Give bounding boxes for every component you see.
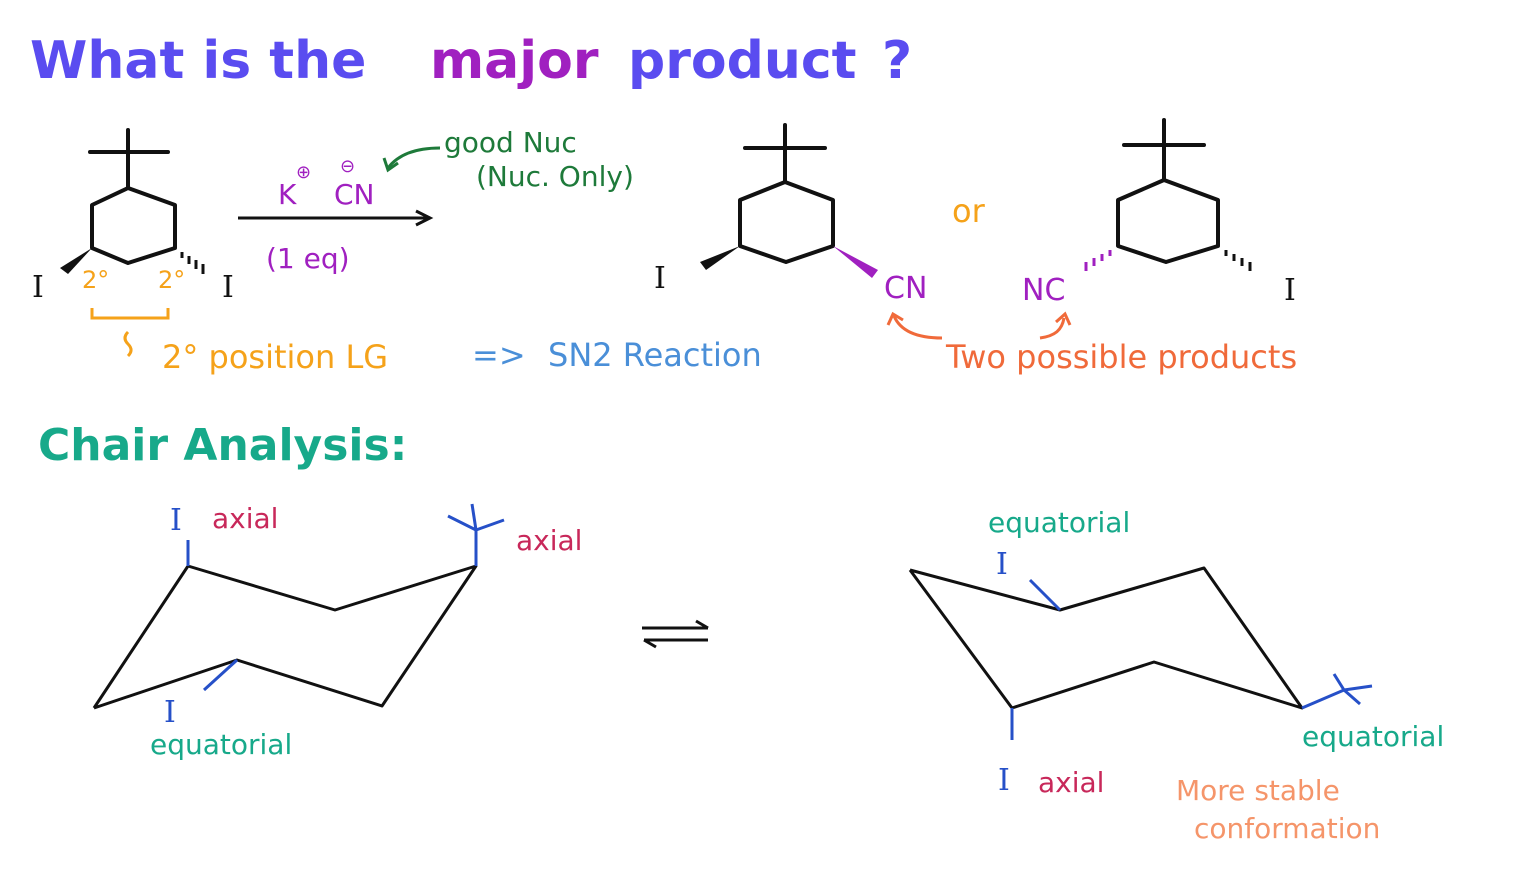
products-note-text: Two possible products <box>945 338 1297 376</box>
reaction-conditions: (1 eq) <box>266 242 350 275</box>
bracket <box>90 308 170 320</box>
reaction-type: SN2 Reaction <box>548 336 762 374</box>
products-arrow-left-head <box>886 311 904 326</box>
title-product: product <box>628 31 857 91</box>
p1-iodine: I <box>654 261 666 296</box>
products-arrow-left <box>892 315 943 340</box>
chair-analysis-heading: Chair Analysis: <box>38 420 407 471</box>
p1-cyano: CN <box>884 271 927 306</box>
products-arrow-right <box>1039 317 1066 340</box>
right-i-equatorial-bond <box>1028 578 1062 612</box>
implies-arrow: => <box>472 336 526 374</box>
right-i-equatorial-label: equatorial <box>988 506 1130 539</box>
right-tbu-equatorial-label: equatorial <box>1302 720 1444 753</box>
reaction-arrow-group: K ⊕ ⊖ CN (1 eq) good Nuc (Nuc. Only) <box>238 126 634 275</box>
hash-bond-right <box>180 252 205 274</box>
products-arrow-right-head <box>1055 311 1072 326</box>
right-i-equatorial: I <box>996 547 1008 582</box>
stability-note-line2: conformation <box>1194 812 1380 845</box>
nuc-arrow-head <box>382 157 399 173</box>
left-i-equatorial: I <box>164 695 176 730</box>
p2-hash-cyano <box>1084 250 1112 271</box>
title-part1: What is the <box>30 31 366 91</box>
p2-isocyano: NC <box>1022 273 1065 308</box>
reagent-cation: K <box>278 178 297 211</box>
equilibrium-arrows <box>642 619 709 649</box>
starting-material-substituents: I I 2° 2° <box>32 248 234 358</box>
product-1-substituents: I CN <box>654 246 927 306</box>
plus-charge: ⊕ <box>296 162 311 183</box>
starting-material <box>88 128 177 265</box>
nuc-note-line1: good Nuc <box>444 126 577 159</box>
title-question-mark: ? <box>882 31 912 91</box>
product-2-substituents: NC I <box>1022 250 1296 308</box>
minus-charge: ⊖ <box>340 156 355 177</box>
product-1 <box>738 123 835 264</box>
left-chair <box>92 564 478 710</box>
left-i-axial-label: axial <box>212 502 278 535</box>
p2-iodine: I <box>1284 273 1296 308</box>
arrow-head <box>415 209 434 227</box>
nuc-arrow <box>386 146 441 169</box>
left-tbu-axial-label: axial <box>516 524 582 557</box>
or-label: or <box>952 192 986 230</box>
right-chair-substituents: equatorial I equatorial I axial More sta… <box>988 506 1444 845</box>
secondary-label-left: 2° <box>82 266 109 294</box>
p2-hash-iodine <box>1224 250 1252 271</box>
right-chair <box>908 566 1304 710</box>
left-i-equatorial-label: equatorial <box>150 728 292 761</box>
stability-note-line1: More stable <box>1176 774 1340 807</box>
brace-tick <box>123 330 133 358</box>
right-i-axial-label: axial <box>1038 766 1104 799</box>
title-major: major <box>430 31 599 91</box>
right-tbu-equatorial <box>1301 673 1373 710</box>
secondary-label-right: 2° <box>158 266 185 294</box>
p1-wedge-cyano <box>833 246 878 278</box>
nuc-note-line2: (Nuc. Only) <box>476 160 634 193</box>
title: What is the major product ? <box>30 31 912 91</box>
left-tbu-axial <box>447 503 505 566</box>
product-2 <box>1116 118 1220 264</box>
left-i-axial: I <box>170 503 182 538</box>
sm-iodine-right: I <box>222 270 234 305</box>
products-note: Two possible products <box>886 311 1297 376</box>
wedge-bond-left <box>60 248 92 274</box>
left-i-equatorial-bond <box>202 658 239 692</box>
right-i-axial: I <box>998 763 1010 798</box>
mechanism-note: 2° position LG => SN2 Reaction <box>162 336 762 376</box>
sm-iodine-left: I <box>32 270 44 305</box>
position-note: 2° position LG <box>162 338 388 376</box>
p1-wedge-iodine <box>700 246 740 270</box>
reagent-anion: CN <box>334 178 375 211</box>
left-chair-substituents: I axial axial I equatorial <box>150 502 582 761</box>
